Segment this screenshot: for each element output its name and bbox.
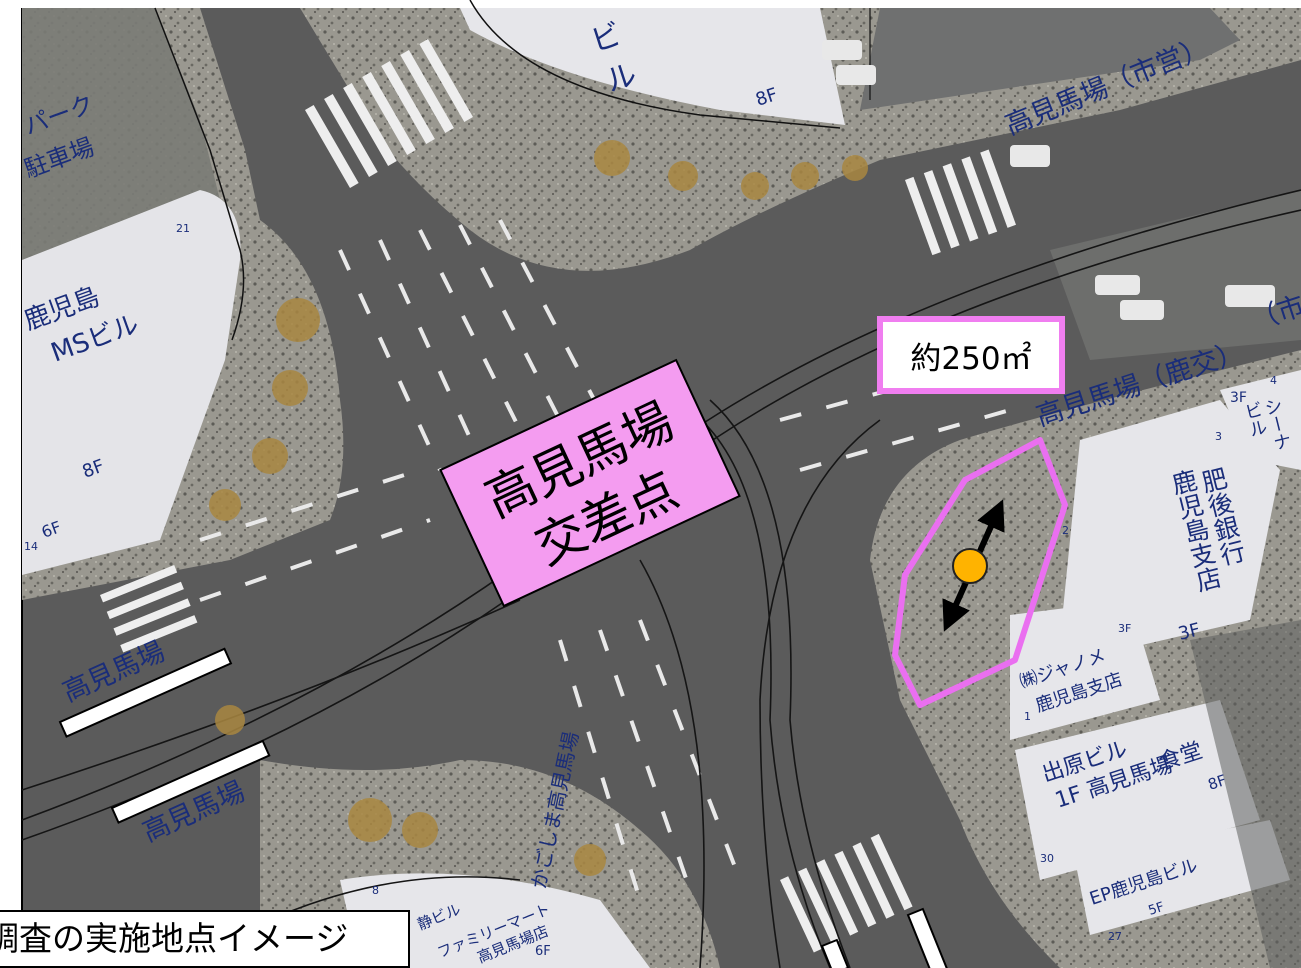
block-northeast-parking [822, 40, 1301, 360]
bldg-idehara-num: 30 [1040, 852, 1054, 865]
street-markers [58, 647, 951, 968]
bldg-higo-num: 3 [1215, 430, 1222, 443]
frame-left [0, 0, 22, 968]
survey-area-outline [892, 437, 1068, 708]
map-caption-text: 調査の実施地点イメージ [0, 919, 349, 958]
bldg-south-floor: 6F [535, 944, 551, 959]
bldg-ep-floor: 5F [1147, 900, 1167, 919]
survey-point [952, 548, 988, 584]
map-caption: 調査の実施地点イメージ [0, 910, 410, 968]
bldg-ms-num: 21 [176, 222, 190, 235]
bldg-ms-num2: 14 [24, 540, 38, 553]
trees [209, 140, 868, 876]
bldg-idehara-floor: 8F [1206, 771, 1229, 794]
bldg-ep-num: 27 [1108, 930, 1122, 943]
crosswalks [100, 39, 1016, 953]
bldg-seana-num: 4 [1270, 374, 1277, 387]
bldg-janome-num: 1 [1024, 710, 1031, 723]
area-callout-text: 約250㎡ [910, 340, 1032, 377]
bldg-higo-num2: 2 [1062, 524, 1069, 537]
bldg-seana-floor: 3F [1230, 390, 1247, 406]
bldg-janome-floor: 3F [1118, 622, 1131, 635]
bldg-higo-floor: 3F [1176, 619, 1202, 645]
area-callout: 約250㎡ [877, 316, 1065, 394]
bldg-south-num: 8 [372, 884, 379, 897]
block-north [300, 0, 1301, 271]
